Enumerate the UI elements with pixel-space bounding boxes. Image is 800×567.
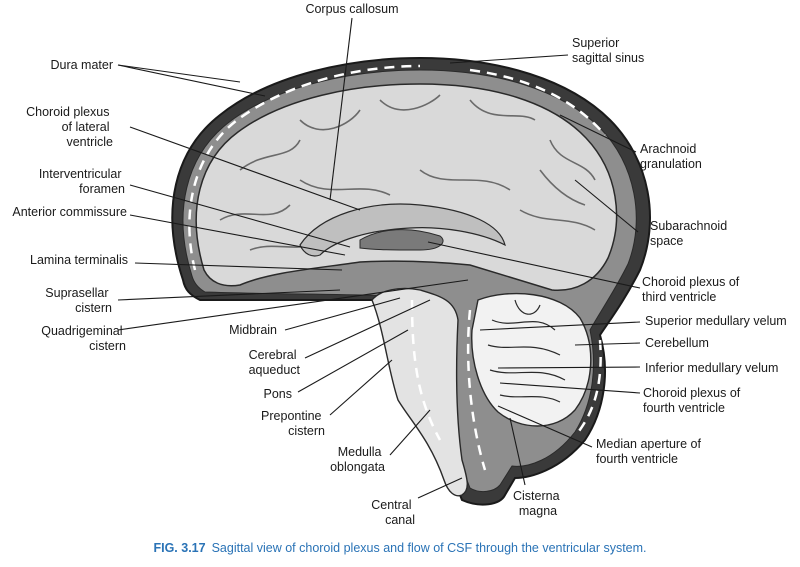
label-corpus-callosum: Corpus callosum (305, 2, 398, 16)
leader-choroid-plexus-lateral (129, 126, 361, 211)
brain-illustration (171, 56, 651, 506)
leader-cerebellum (574, 342, 641, 346)
choroid-plexus-third-shape (359, 229, 444, 251)
label-median-aperture: Median aperture of fourth ventricle (596, 437, 704, 466)
label-anterior-commissure: Anterior commissure (12, 205, 127, 219)
leader-anterior-commissure (129, 214, 346, 256)
gyri-lines (219, 94, 596, 251)
leader-subarachnoid-space (574, 179, 639, 233)
leader-superior-sagittal-sinus (449, 54, 569, 64)
leader-dura-mater-a (117, 64, 241, 83)
label-lamina-terminalis: Lamina terminalis (30, 253, 128, 267)
leader-dura-mater-b (117, 64, 266, 97)
label-cisterna-magna: Cisterna magna (513, 489, 563, 518)
csf-flow-arrows (188, 64, 606, 471)
corpus-callosum-shape (299, 203, 506, 257)
leader-choroid-plexus-fourth (499, 382, 641, 394)
label-choroid-plexus-lateral: Choroid plexus of lateral ventricle (26, 105, 113, 149)
label-suprasellar-cistern: Suprasellar cistern (45, 286, 112, 315)
leader-lines (117, 17, 641, 499)
label-choroid-plexus-third: Choroid plexus of third ventricle (642, 275, 743, 304)
figure-caption: FIG. 3.17 Sagittal view of choroid plexus… (0, 541, 800, 555)
label-subarachnoid-space: Subarachnoid space (650, 219, 731, 248)
leader-pons (297, 329, 409, 393)
leader-interventricular-foramen (129, 184, 351, 248)
leader-arachnoid-granulation (559, 114, 637, 153)
label-superior-medullary-velum: Superior medullary velum (645, 314, 787, 328)
label-prepontine-cistern: Prepontine cistern (261, 409, 325, 438)
leader-inferior-medullary-velum (497, 366, 641, 369)
label-dura-mater: Dura mater (50, 58, 113, 72)
leader-central-canal (417, 477, 463, 499)
leader-midbrain (284, 297, 401, 331)
leader-quadrigeminal-cistern (117, 279, 469, 331)
label-medulla-oblongata: Medulla oblongata (330, 445, 385, 474)
label-central-canal: Central canal (371, 498, 415, 527)
figure-caption-text: Sagittal view of choroid plexus and flow… (211, 541, 647, 555)
labels: Corpus callosum Superior sagittal sinus … (12, 2, 786, 527)
leader-corpus-callosum (329, 17, 353, 201)
label-superior-sagittal-sinus: Superior sagittal sinus (572, 36, 644, 65)
cerebellum-shape (471, 292, 592, 427)
label-inferior-medullary-velum: Inferior medullary velum (645, 361, 778, 375)
leader-cisterna-magna (509, 417, 526, 486)
label-choroid-plexus-fourth: Choroid plexus of fourth ventricle (643, 386, 744, 415)
leader-choroid-plexus-third (427, 241, 641, 289)
leader-superior-medullary-velum (479, 321, 641, 331)
leader-medulla-oblongata (389, 409, 431, 456)
leader-median-aperture (497, 405, 593, 448)
leader-suprasellar-cistern (117, 289, 341, 301)
label-pons: Pons (264, 387, 293, 401)
label-cerebellum: Cerebellum (645, 336, 709, 350)
label-interventricular-foramen: Interventricular foramen (39, 167, 125, 196)
leader-cerebral-aqueduct (304, 299, 431, 359)
brainstem (371, 287, 468, 497)
leader-lamina-terminalis (134, 262, 343, 271)
label-arachnoid-granulation: Arachnoid granulation (640, 142, 702, 171)
label-cerebral-aqueduct: Cerebral aqueduct (249, 348, 301, 377)
leader-prepontine-cistern (329, 359, 393, 416)
label-midbrain: Midbrain (229, 323, 277, 337)
figure-number: FIG. 3.17 (153, 541, 206, 555)
label-quadrigeminal-cistern: Quadrigeminal cistern (41, 324, 126, 353)
